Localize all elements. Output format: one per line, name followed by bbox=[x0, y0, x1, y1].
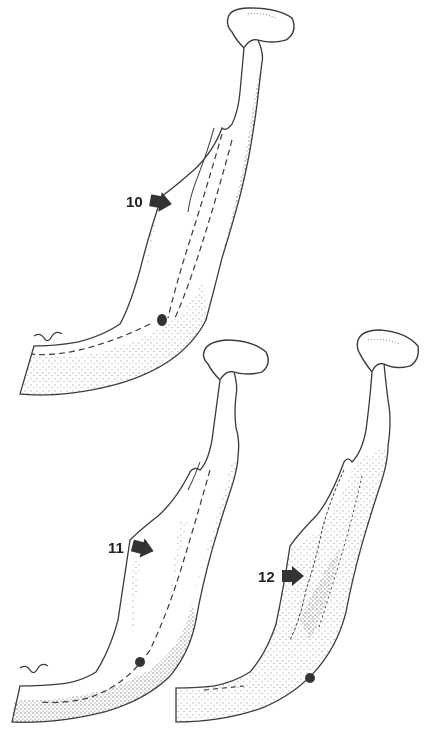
condyle-head bbox=[357, 330, 418, 372]
foramen bbox=[135, 657, 145, 667]
foramen bbox=[305, 673, 315, 683]
figure-11-mandible: 11 bbox=[12, 340, 268, 722]
condyle-head bbox=[204, 340, 269, 380]
label-11: 11 bbox=[108, 540, 124, 557]
ramus-body-outline bbox=[12, 372, 239, 722]
label-12: 12 bbox=[258, 569, 275, 586]
foramen bbox=[157, 314, 167, 326]
figure-10-mandible: 10 bbox=[20, 8, 294, 395]
label-10: 10 bbox=[126, 194, 143, 211]
